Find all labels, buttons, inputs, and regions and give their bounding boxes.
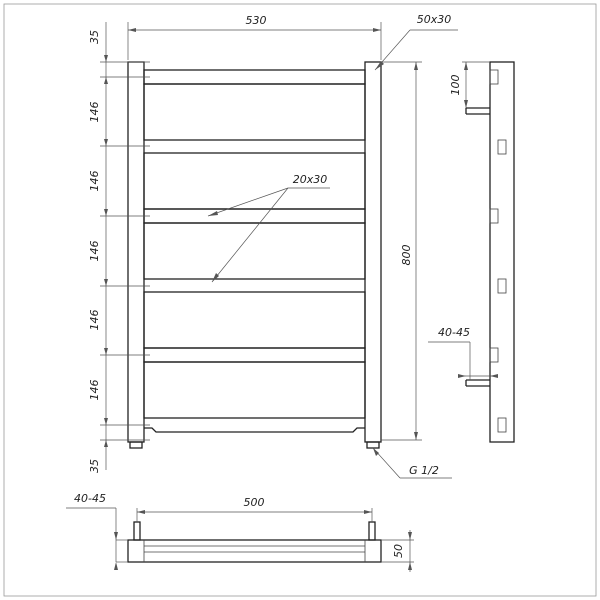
- bottom-connector-left: [133, 521, 141, 541]
- side-bar-1: [489, 69, 499, 85]
- dim-height-label: 800: [400, 245, 413, 266]
- leader-connection: G 1/2: [372, 447, 452, 479]
- center-distance-label: 500: [244, 496, 265, 509]
- dim-spacing-chain: 35 146 146 146 146 146 35: [88, 22, 150, 473]
- crossbar-3: [143, 347, 366, 363]
- dim-overall-width-label: 530: [246, 14, 267, 27]
- leader-rail-profile: 50x30: [374, 13, 458, 71]
- side-bar-4: [497, 278, 507, 294]
- bottom-offset-label: 40-45: [74, 492, 106, 505]
- crossbar-1: [143, 69, 366, 85]
- spacing-5-label: 146: [88, 380, 101, 401]
- side-bar-6: [497, 417, 507, 433]
- panel-4: [143, 291, 366, 349]
- bottom-view: [127, 521, 382, 563]
- wall-offset-bottom-label: 40-45: [438, 326, 470, 339]
- side-bar-5: [489, 347, 499, 363]
- right-rail: [364, 61, 382, 443]
- depth-label: 50: [392, 544, 405, 558]
- dim-wall-offset-top: 100: [449, 61, 490, 108]
- bottom-connector-right: [368, 521, 376, 541]
- spacing-1-label: 146: [88, 102, 101, 123]
- dim-center-distance: 500: [136, 496, 373, 522]
- panel-1: [143, 83, 366, 141]
- crossbar-2: [143, 208, 366, 224]
- offset-bottom-label: 35: [88, 459, 101, 473]
- rail-profile-label: 50x30: [417, 13, 452, 26]
- panel-5: [143, 361, 366, 419]
- offset-top-label: 35: [88, 30, 101, 44]
- side-view: [465, 61, 515, 443]
- crossbar-profile-label: 20x30: [293, 173, 328, 186]
- connection-label: G 1/2: [409, 464, 439, 477]
- drawing-border: [3, 3, 597, 597]
- spacing-3-label: 146: [88, 241, 101, 262]
- panel-3: [143, 222, 366, 280]
- dim-depth: 50: [381, 530, 414, 572]
- left-connector: [129, 441, 143, 449]
- side-bar-2: [497, 139, 507, 155]
- dim-bottom-offset: 40-45: [66, 492, 128, 570]
- panel-2: [143, 152, 366, 210]
- spacing-2-label: 146: [88, 171, 101, 192]
- bottom-ledge: [144, 427, 365, 433]
- dim-height: 800: [381, 61, 422, 441]
- left-rail: [127, 61, 145, 443]
- dim-wall-offset-bottom: 40-45: [428, 326, 498, 380]
- leader-crossbar-profile: 20x30: [207, 173, 330, 283]
- dim-overall-width: 530: [127, 14, 382, 60]
- wall-offset-top-label: 100: [449, 75, 462, 96]
- bottom-body: [127, 539, 382, 563]
- right-connector: [366, 441, 380, 449]
- front-view: [127, 61, 382, 449]
- side-bar-3: [489, 208, 499, 224]
- spacing-4-label: 146: [88, 310, 101, 331]
- side-rail: [489, 61, 515, 443]
